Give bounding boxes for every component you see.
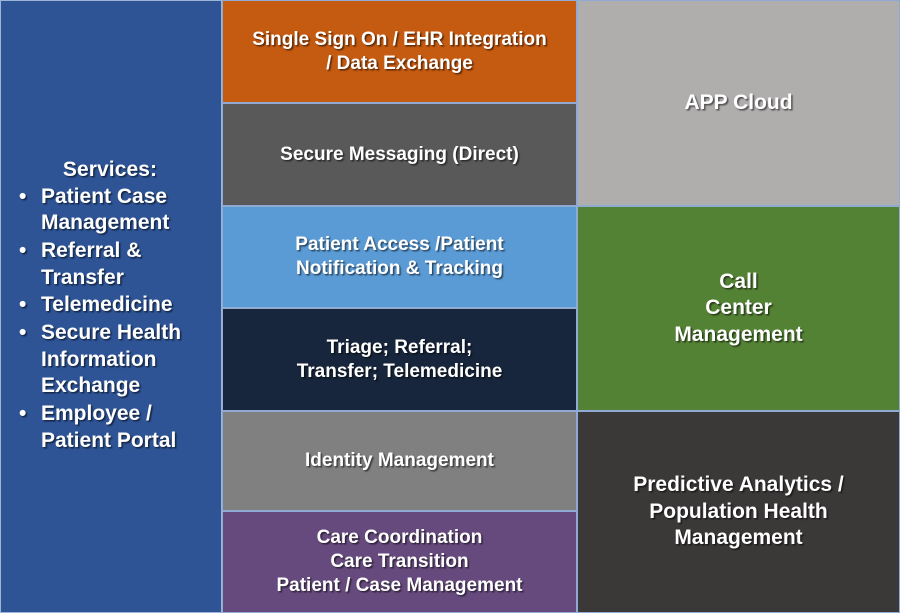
block-label: Care Coordination Care Transition Patien… bbox=[276, 527, 523, 596]
bullet-icon: • bbox=[19, 184, 27, 208]
block-single-sign-on: Single Sign On / EHR Integration / Data … bbox=[222, 0, 577, 103]
right-column: APP Cloud Call Center Management Predict… bbox=[577, 0, 900, 613]
block-label: Patient Access /Patient Notification & T… bbox=[295, 234, 504, 279]
services-sidebar: Services: • Patient Case Management • Re… bbox=[0, 0, 222, 613]
block-label: Identity Management bbox=[305, 450, 494, 472]
middle-column: Single Sign On / EHR Integration / Data … bbox=[222, 0, 577, 613]
bullet-icon: • bbox=[19, 239, 27, 263]
block-triage-referral: Triage; Referral; Transfer; Telemedicine bbox=[222, 308, 577, 411]
service-label: Patient Case Management bbox=[41, 184, 170, 235]
services-list: • Patient Case Management • Referral & T… bbox=[5, 184, 215, 456]
block-care-coordination: Care Coordination Care Transition Patien… bbox=[222, 511, 577, 613]
block-app-cloud: APP Cloud bbox=[577, 0, 900, 206]
block-secure-messaging: Secure Messaging (Direct) bbox=[222, 103, 577, 206]
bullet-icon: • bbox=[19, 321, 27, 344]
block-label: Secure Messaging (Direct) bbox=[280, 143, 519, 165]
list-item: • Secure Health Information Exchange bbox=[11, 320, 215, 400]
service-label: Employee / Patient Portal bbox=[41, 401, 177, 452]
block-label: Triage; Referral; Transfer; Telemedicine bbox=[296, 336, 503, 382]
list-item: • Telemedicine bbox=[11, 292, 215, 319]
block-label: Single Sign On / EHR Integration / Data … bbox=[252, 28, 547, 74]
block-predictive-analytics: Predictive Analytics / Population Health… bbox=[577, 411, 900, 613]
list-item: • Referral & Transfer bbox=[11, 238, 215, 291]
block-patient-access: Patient Access /Patient Notification & T… bbox=[222, 206, 577, 308]
sidebar-title: Services: bbox=[62, 157, 158, 181]
list-item: • Patient Case Management bbox=[11, 184, 215, 237]
list-item: • Employee / Patient Portal bbox=[11, 401, 215, 454]
service-label: Referral & Transfer bbox=[41, 239, 142, 289]
block-call-center-management: Call Center Management bbox=[577, 206, 900, 411]
bullet-icon: • bbox=[19, 401, 27, 425]
service-label: Secure Health Information Exchange bbox=[41, 321, 182, 398]
block-identity-management: Identity Management bbox=[222, 411, 577, 511]
block-label: APP Cloud bbox=[684, 90, 793, 114]
service-label: Telemedicine bbox=[41, 293, 173, 317]
bullet-icon: • bbox=[19, 293, 27, 317]
capability-grid: Single Sign On / EHR Integration / Data … bbox=[222, 0, 900, 613]
block-label: Predictive Analytics / Population Health… bbox=[633, 473, 844, 550]
block-label: Call Center Management bbox=[674, 269, 803, 346]
